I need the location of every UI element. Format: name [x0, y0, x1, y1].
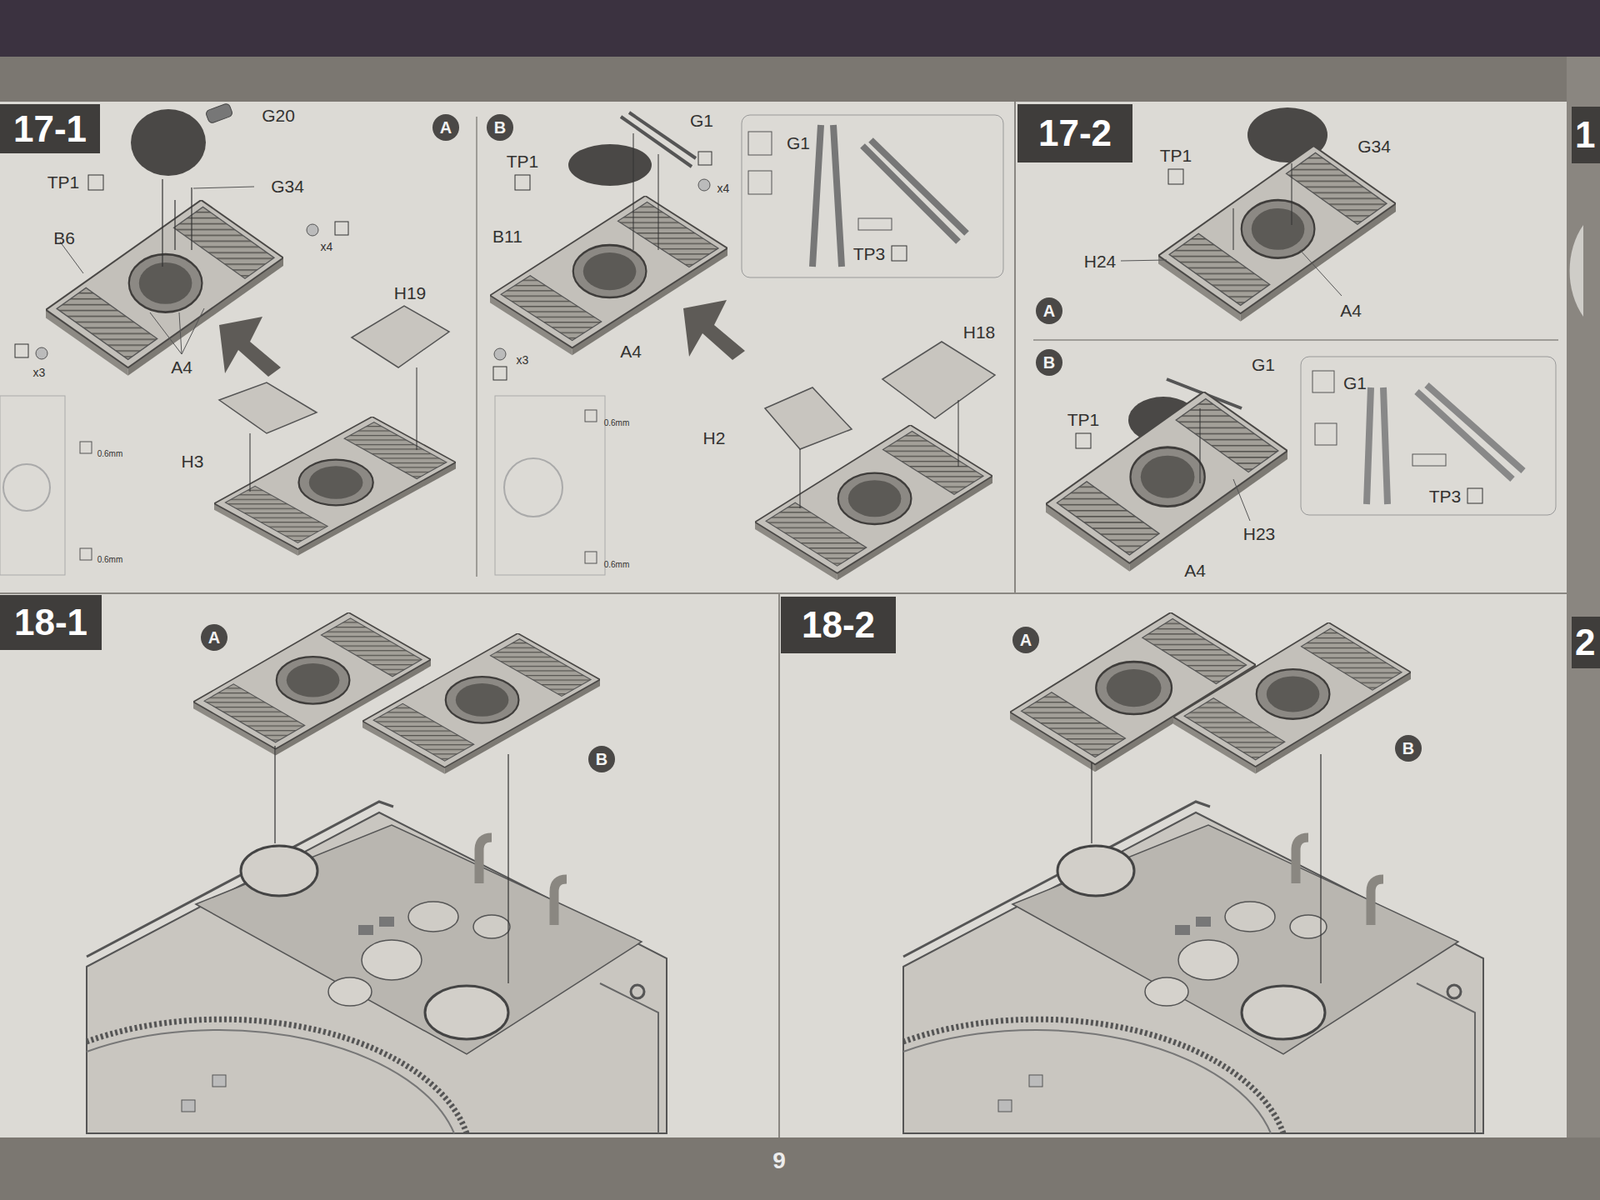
- part-label: x3: [516, 354, 530, 366]
- hull-illustration: [86, 612, 1484, 1134]
- variant-letter: B: [1402, 740, 1415, 757]
- variant-circle: B: [588, 745, 615, 773]
- part-label: H19: [394, 284, 427, 302]
- variant-letter: A: [440, 119, 452, 136]
- part-label: A4: [1340, 301, 1362, 320]
- part-label: TP1: [1067, 410, 1100, 429]
- variant-circle: B: [1035, 349, 1063, 376]
- part-label: G34: [270, 177, 305, 195]
- part-label: G1: [1343, 374, 1367, 392]
- part-label: x3: [33, 366, 46, 379]
- step-number: 17-1: [13, 110, 87, 148]
- step-box: 18-1: [0, 595, 102, 650]
- variant-letter: B: [595, 750, 608, 768]
- part-label: H2: [703, 429, 726, 447]
- part-label: x4: [320, 240, 334, 253]
- step-box: 17-2: [1017, 104, 1133, 163]
- variant-circle: A: [1012, 626, 1040, 654]
- variant-letter: A: [208, 629, 220, 646]
- part-label: 0.6mm: [604, 419, 630, 428]
- part-label: G20: [261, 106, 295, 125]
- variant-letter: A: [1020, 631, 1032, 649]
- variant-letter: B: [494, 119, 506, 136]
- part-label: G1: [690, 111, 714, 130]
- part-label: TP3: [1429, 487, 1462, 505]
- part-label: G1: [1251, 355, 1275, 374]
- part-label: H23: [1243, 525, 1276, 543]
- step-number: 1: [1575, 116, 1595, 154]
- part-label: A4: [620, 342, 642, 360]
- step-box: 2: [1571, 616, 1600, 669]
- step-box: 17-1: [0, 104, 100, 154]
- part-illustration: [0, 102, 1556, 580]
- part-label: G1: [786, 134, 810, 152]
- part-label: 0.6mm: [97, 555, 124, 565]
- part-label: H24: [1084, 252, 1117, 270]
- variant-circle: B: [486, 114, 514, 141]
- part-label: H18: [963, 323, 996, 341]
- step-number: 18-1: [14, 604, 88, 641]
- variant-circle: B: [1395, 735, 1422, 762]
- page-number: 9: [772, 1149, 786, 1173]
- part-label: B11: [492, 227, 523, 245]
- part-label: TP1: [47, 173, 80, 191]
- part-label: 0.6mm: [604, 560, 630, 570]
- part-label: x4: [717, 182, 730, 195]
- step-box: 18-2: [780, 596, 896, 654]
- part-label: A4: [170, 358, 193, 376]
- step-number: 2: [1575, 624, 1595, 661]
- variant-letter: B: [1043, 354, 1055, 371]
- part-label: 0.6mm: [97, 450, 124, 459]
- step-box: 1: [1571, 106, 1600, 164]
- part-label: G34: [1357, 137, 1391, 155]
- step-number: 18-2: [801, 606, 875, 644]
- variant-circle: A: [432, 114, 460, 141]
- variant-circle: A: [1035, 297, 1063, 325]
- part-label: TP1: [506, 152, 540, 170]
- variant-letter: A: [1043, 302, 1055, 320]
- part-label: B6: [53, 229, 75, 247]
- variant-circle: A: [200, 624, 228, 651]
- step-number: 17-2: [1038, 115, 1112, 152]
- part-label: TP1: [1160, 146, 1193, 165]
- part-label: H3: [181, 452, 205, 470]
- part-label: A4: [1184, 561, 1206, 580]
- part-label: TP3: [853, 245, 886, 263]
